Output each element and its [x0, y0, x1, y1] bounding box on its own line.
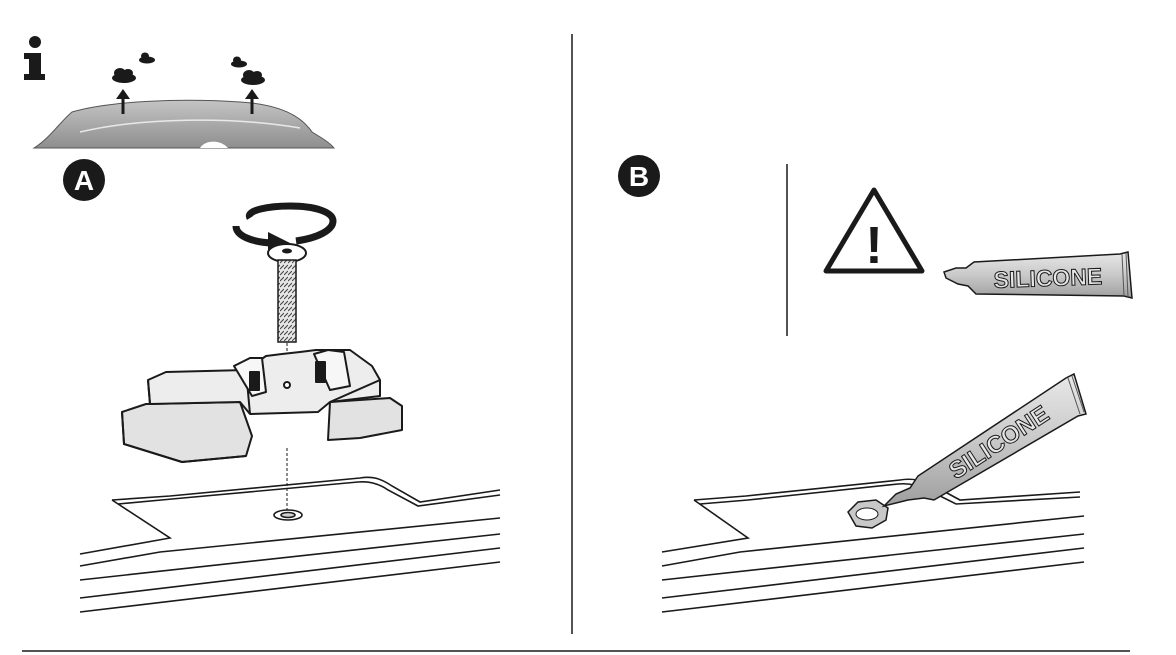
step-badge-b-label: B: [629, 161, 649, 192]
cloud-icon: [139, 52, 155, 64]
silicone-tube-label: SILICONE: [993, 263, 1102, 293]
roof-rail-illustration-b: [661, 478, 1085, 613]
up-arrow-icon: [116, 89, 130, 114]
cloud-icon: [241, 70, 265, 85]
silicone-tube-applying-label: SILICONE: [944, 401, 1054, 485]
roof-rail-illustration-a: [79, 476, 501, 613]
roof-rack-foot-illustration: [121, 349, 403, 512]
step-badge-b: B: [618, 155, 660, 197]
warning-icon: !: [823, 187, 925, 275]
silicone-tube-icon: SILICONE: [943, 251, 1133, 299]
silicone-tube-applying: SILICONE: [881, 372, 1087, 508]
info-icon: i: [24, 36, 45, 80]
warning-icon-symbol: !: [865, 217, 882, 275]
step-badge-a-label: A: [74, 165, 94, 196]
step-badge-a: A: [63, 159, 105, 201]
cloud-icon: [112, 68, 136, 83]
cloud-icon: [231, 56, 247, 68]
up-arrow-icon: [245, 89, 259, 114]
silicone-seal-ring: [847, 499, 889, 529]
roof-profile-illustration: [32, 52, 336, 149]
